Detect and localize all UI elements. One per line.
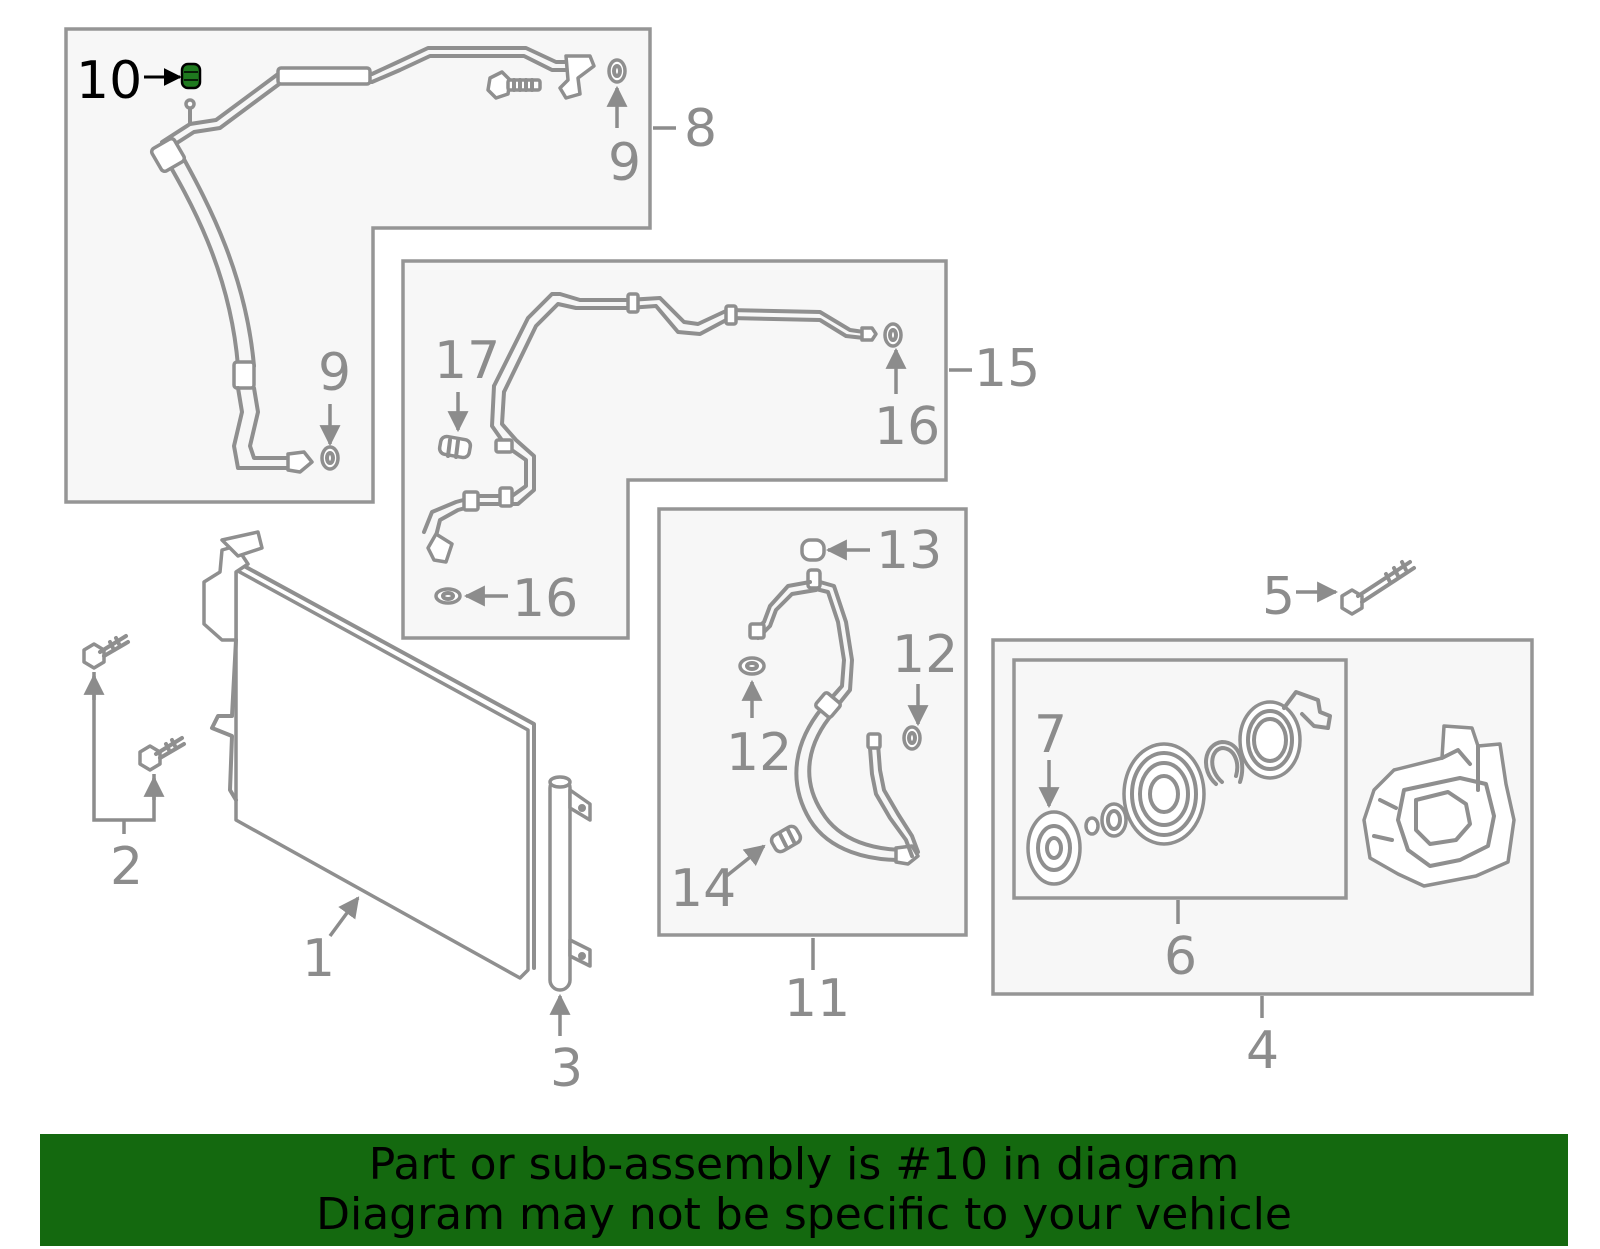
- leader-1: [328, 896, 360, 938]
- callout-13[interactable]: 13: [876, 521, 942, 581]
- callout-9-upper[interactable]: 9: [608, 133, 641, 193]
- callout-5[interactable]: 5: [1262, 567, 1295, 627]
- sensor-14: [769, 824, 803, 854]
- banner-line-2: Diagram may not be specific to your vehi…: [316, 1189, 1292, 1240]
- info-banner: Part or sub-assembly is #10 in diagram D…: [40, 1134, 1568, 1246]
- compressor-4: [1362, 724, 1516, 888]
- cap-13: [800, 538, 826, 562]
- panel-hose-8: [64, 27, 652, 504]
- snap-ring: [1203, 740, 1245, 786]
- bolt-5: [1340, 560, 1416, 616]
- panel-hose-15: [401, 259, 948, 640]
- callout-16-right[interactable]: 16: [874, 397, 940, 457]
- bolt-2-upper: [82, 634, 130, 670]
- callout-11[interactable]: 11: [784, 969, 850, 1029]
- callout-8[interactable]: 8: [684, 99, 717, 159]
- callout-12-left[interactable]: 12: [726, 723, 792, 783]
- hose-11: [748, 568, 920, 866]
- sensor-17: [437, 434, 473, 460]
- hose-8: [149, 46, 596, 474]
- hose-15: [422, 292, 878, 564]
- cap-10-highlighted[interactable]: [180, 62, 202, 90]
- callout-2[interactable]: 2: [110, 837, 143, 897]
- callout-7[interactable]: 7: [1034, 705, 1067, 765]
- leader-14: [722, 844, 766, 880]
- callout-10[interactable]: 10: [76, 51, 142, 111]
- pulley: [1122, 742, 1206, 846]
- callout-4[interactable]: 4: [1246, 1021, 1279, 1081]
- callout-6[interactable]: 6: [1164, 927, 1197, 987]
- callout-16-left[interactable]: 16: [512, 569, 578, 629]
- bolt-2-lower: [138, 736, 186, 772]
- clutch-plate-7: [1026, 810, 1082, 886]
- callout-15[interactable]: 15: [974, 339, 1040, 399]
- oring-16-left: [434, 587, 462, 605]
- callout-1[interactable]: 1: [302, 929, 335, 989]
- oring-16-right: [883, 322, 903, 348]
- callout-14[interactable]: 14: [670, 859, 736, 919]
- condenser-1: [202, 530, 536, 980]
- receiver-drier-3: [548, 775, 592, 992]
- callout-9-lower[interactable]: 9: [318, 343, 351, 403]
- oring-9-upper: [607, 58, 627, 84]
- oring-12-left: [738, 656, 766, 676]
- callout-17[interactable]: 17: [434, 331, 500, 391]
- oring-12-right: [902, 725, 922, 751]
- field-coil: [1238, 690, 1332, 780]
- bolt-8-fastener: [486, 70, 542, 100]
- clutch-shim: [1084, 802, 1128, 838]
- oring-9-lower: [320, 445, 340, 471]
- banner-line-1: Part or sub-assembly is #10 in diagram: [368, 1139, 1240, 1190]
- callout-3[interactable]: 3: [550, 1039, 583, 1099]
- callout-12-right[interactable]: 12: [892, 625, 958, 685]
